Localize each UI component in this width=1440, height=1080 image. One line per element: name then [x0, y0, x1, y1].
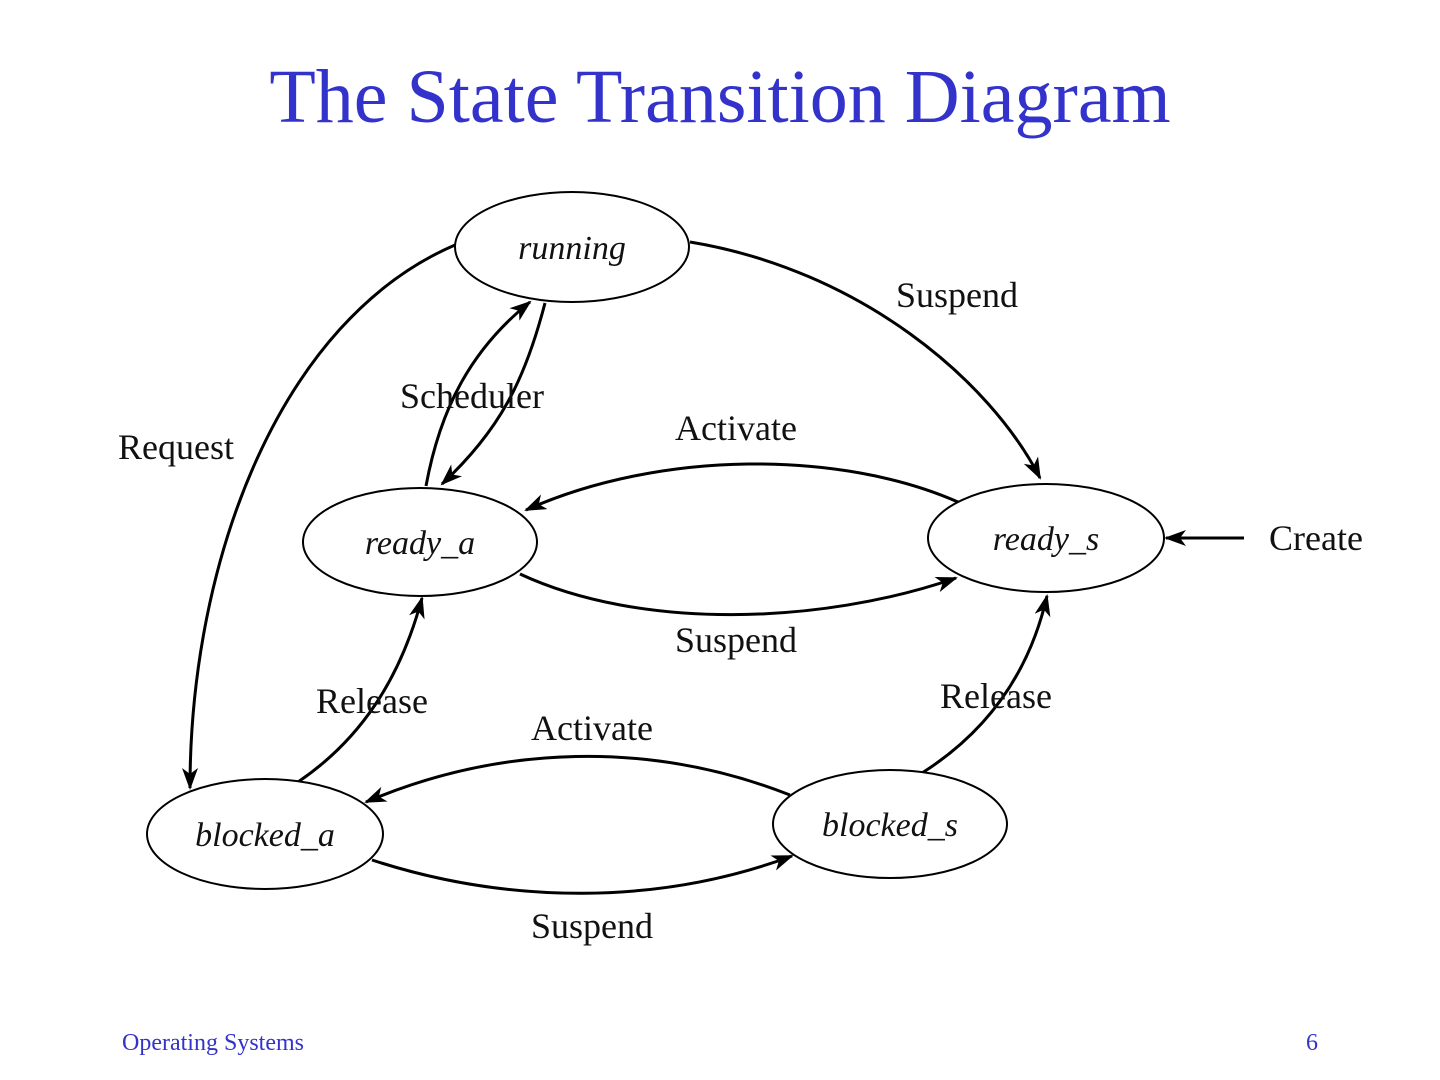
label-create: Create — [1269, 518, 1363, 558]
edge-running-to-ready-a — [440, 302, 547, 486]
edge-ready-a-to-running — [424, 300, 532, 487]
edge-running-to-blocked-a — [182, 243, 456, 790]
label-ready-a-to-ready-s: Suspend — [675, 620, 797, 660]
edge-blocked-a-to-ready-a — [297, 596, 425, 784]
edge-ready-s-to-ready-a — [524, 462, 959, 512]
state-ready-a: ready_a — [302, 487, 538, 597]
label-blocked-s-to-ready-s: Release — [940, 676, 1052, 716]
state-running-label: running — [518, 230, 626, 267]
edge-running-to-ready-s — [689, 240, 1042, 480]
state-blocked-s: blocked_s — [772, 769, 1008, 879]
slide-title: The State Transition Diagram — [269, 55, 1171, 139]
state-ready-a-label: ready_a — [365, 525, 475, 562]
state-ready-s-label: ready_s — [993, 521, 1099, 558]
label-blocked-a-to-blocked-s: Suspend — [531, 906, 653, 946]
edge-blocked-s-to-ready-s — [921, 594, 1051, 775]
label-scheduler: Scheduler — [400, 376, 544, 416]
state-blocked-a-label: blocked_a — [195, 817, 335, 854]
state-blocked-a: blocked_a — [146, 778, 384, 890]
state-running: running — [454, 191, 690, 303]
state-ready-s: ready_s — [927, 483, 1165, 593]
label-blocked-a-to-ready-a: Release — [316, 681, 428, 721]
footer-page-number: 6 — [1306, 1030, 1318, 1056]
edge-blocked-s-to-blocked-a — [364, 754, 791, 804]
edge-blocked-a-to-blocked-s — [371, 854, 794, 895]
footer-course-name: Operating Systems — [122, 1030, 304, 1056]
state-blocked-s-label: blocked_s — [822, 807, 958, 844]
label-running-to-ready-s: Suspend — [896, 275, 1018, 315]
label-blocked-s-to-blocked-a: Activate — [531, 708, 653, 748]
label-ready-s-to-ready-a: Activate — [675, 408, 797, 448]
edge-ready-a-to-ready-s — [519, 572, 958, 617]
label-request: Request — [118, 427, 234, 467]
